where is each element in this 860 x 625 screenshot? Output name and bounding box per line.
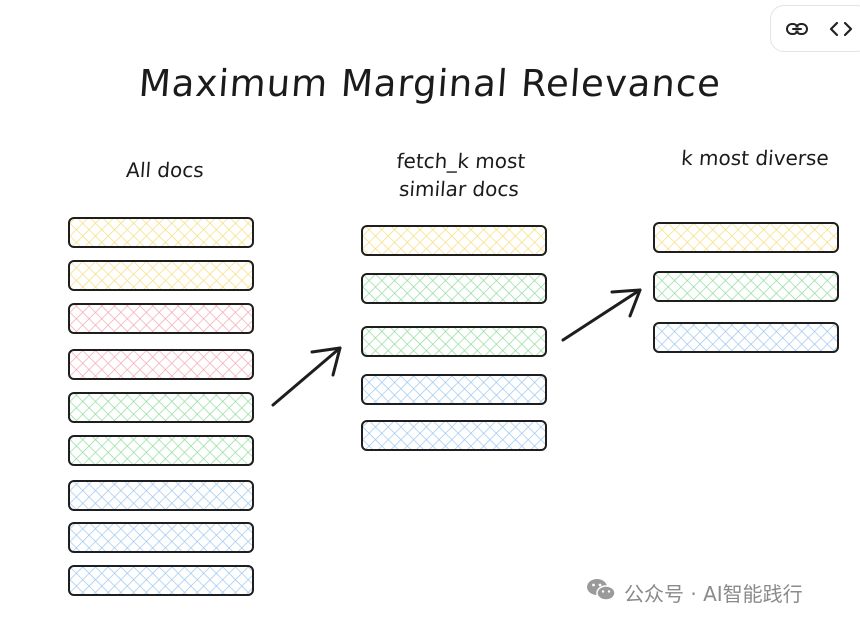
arrow-1 — [271, 346, 342, 407]
doc-bar-yellow — [68, 260, 254, 291]
arrow-2 — [561, 288, 642, 342]
doc-bar-blue — [68, 480, 254, 511]
doc-bar-blue — [361, 420, 547, 451]
doc-bar-blue — [68, 522, 254, 553]
doc-bar-pink — [68, 349, 254, 380]
doc-bar-blue — [361, 374, 547, 405]
doc-bar-yellow — [653, 222, 839, 253]
doc-bar-green — [68, 392, 254, 423]
doc-bar-green — [653, 271, 839, 302]
link-icon[interactable] — [783, 15, 811, 43]
watermark-text: 公众号 · AI智能践行 — [624, 581, 803, 606]
doc-bar-blue — [68, 565, 254, 596]
doc-bar-green — [361, 273, 547, 304]
doc-bar-yellow — [68, 217, 254, 248]
wechat-icon — [586, 577, 616, 608]
doc-bars — [68, 217, 839, 596]
watermark: 公众号 · AI智能践行 — [586, 576, 803, 608]
doc-bar-yellow — [361, 225, 547, 256]
toolbar — [770, 5, 860, 52]
doc-bar-pink — [68, 303, 254, 334]
doc-bar-green — [361, 326, 547, 357]
code-icon[interactable] — [827, 15, 855, 43]
doc-bar-blue — [653, 322, 839, 353]
doc-bar-green — [68, 435, 254, 466]
